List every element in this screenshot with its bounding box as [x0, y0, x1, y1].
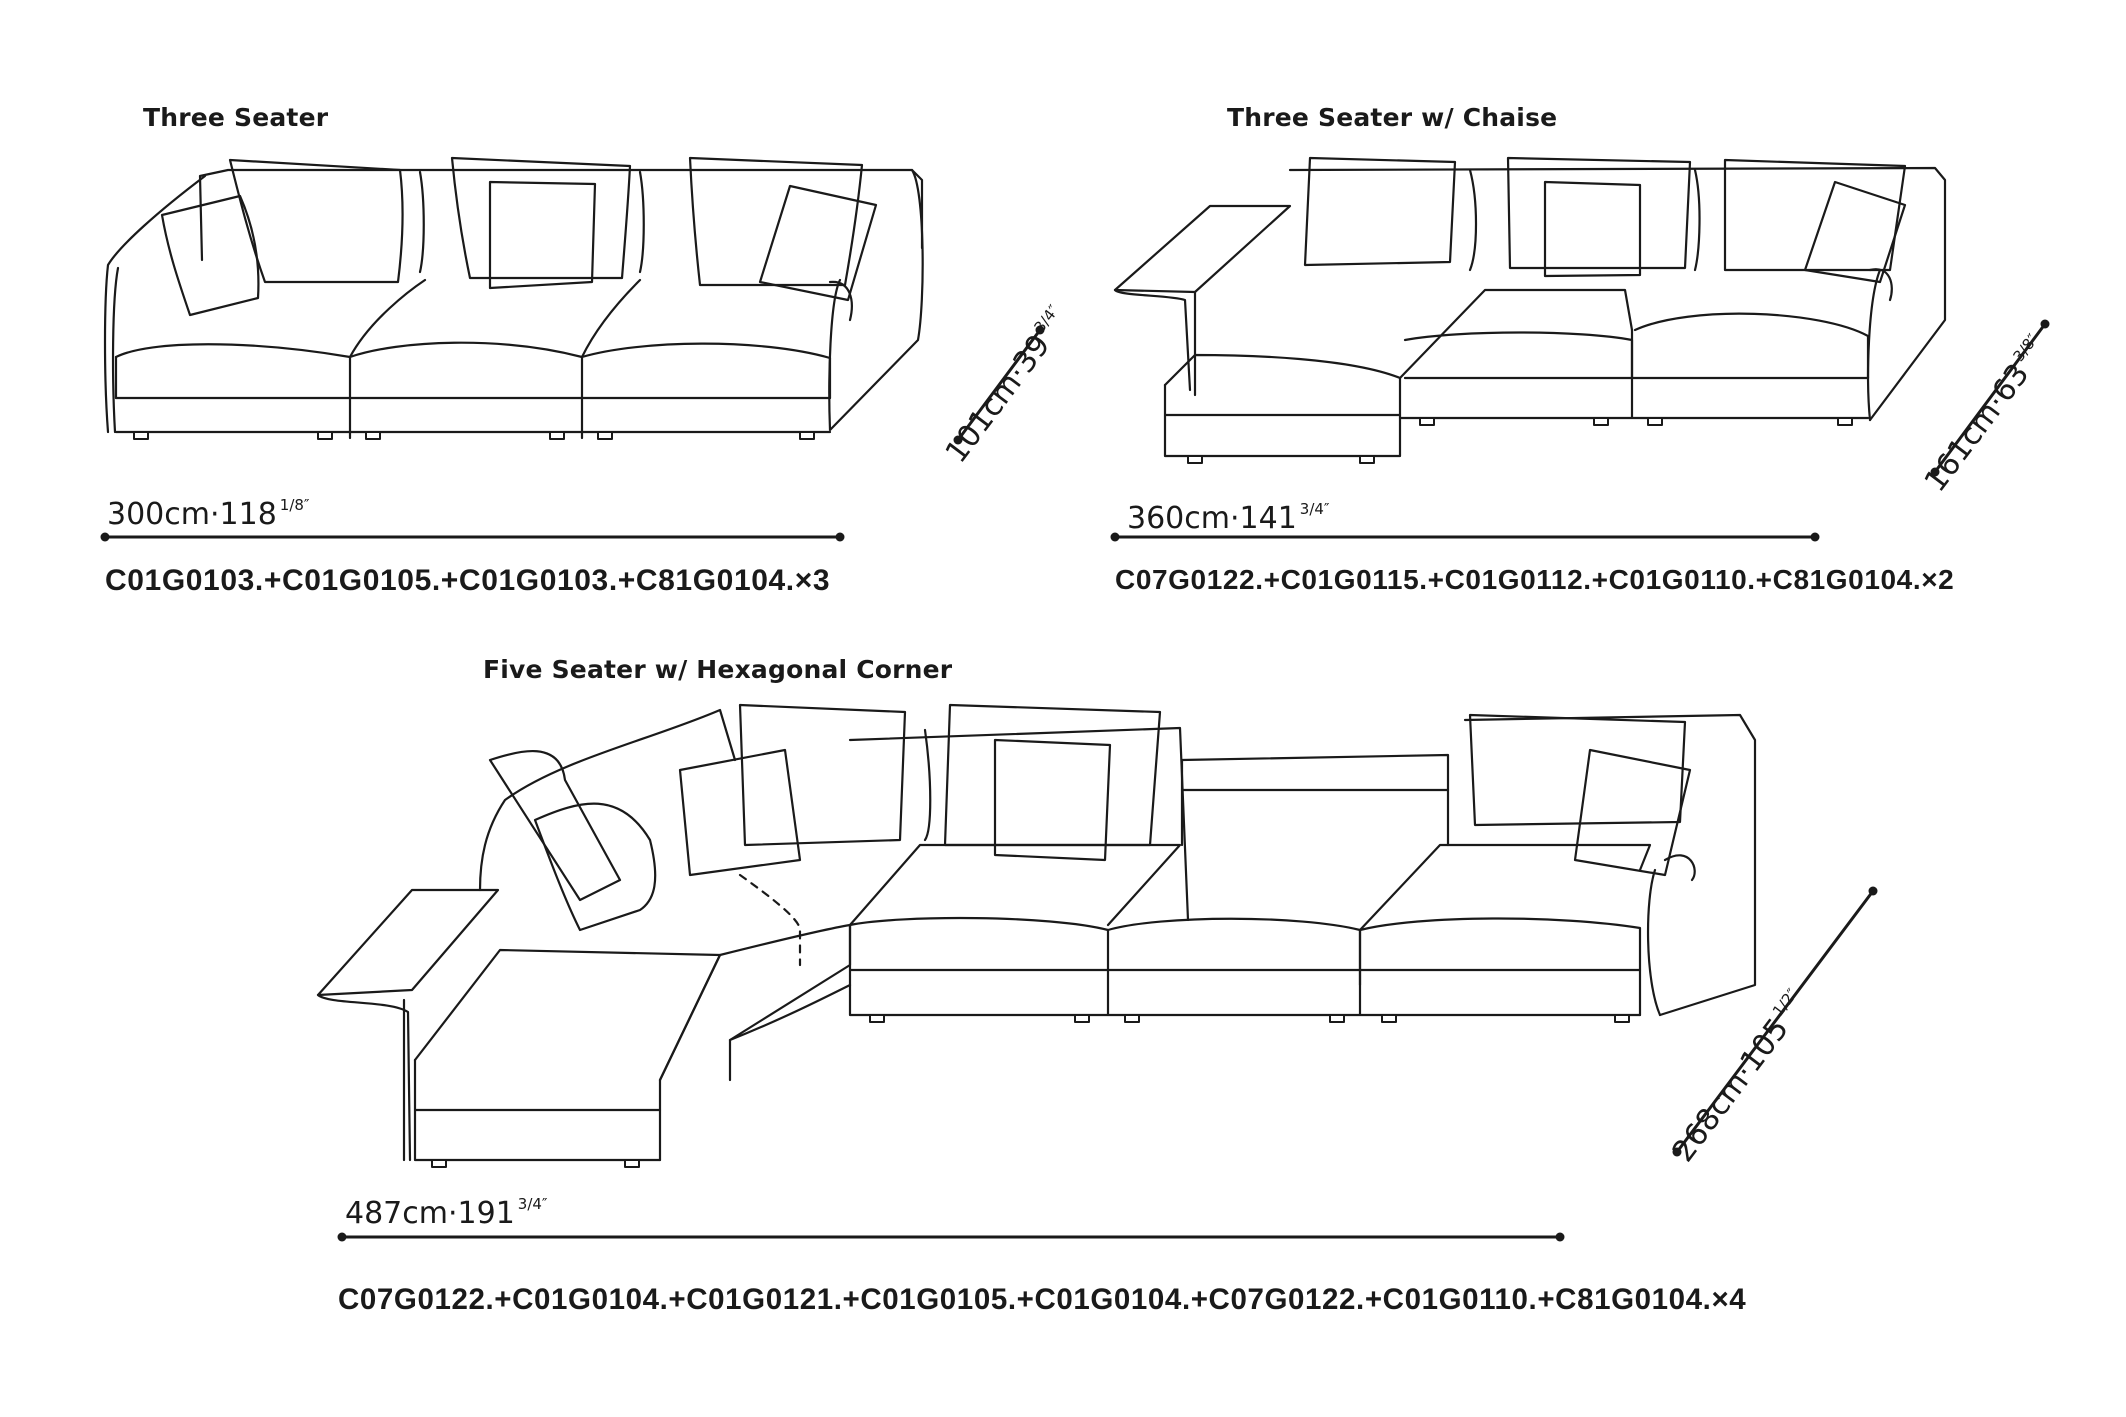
sofa-title-three-seater-chaise: Three Seater w/ Chaise [1227, 103, 1558, 132]
width-fraction: 1/8″ [279, 496, 310, 514]
three-seater-chaise-drawing [1113, 156, 1947, 464]
dimension-lines [100, 319, 2050, 1242]
width-fraction: 3/4″ [517, 1195, 548, 1213]
five-seater-corner-drawing [316, 703, 1757, 1168]
width-fraction: 3/4″ [1299, 500, 1330, 518]
width-value: 360cm·141 [1127, 501, 1297, 536]
width-value: 300cm·118 [107, 497, 277, 532]
width-value: 487cm·191 [345, 1196, 515, 1231]
three-seater-drawing [103, 156, 924, 440]
sofa-title-three-seater: Three Seater [143, 103, 329, 132]
product-code-three-seater: C01G0103.+C01G0105.+C01G0103.+C81G0104.×… [105, 564, 831, 597]
product-code-five-seater-corner: C07G0122.+C01G0104.+C01G0121.+C01G0105.+… [338, 1283, 1747, 1316]
sofa-title-five-seater-corner: Five Seater w/ Hexagonal Corner [483, 655, 953, 684]
product-code-three-seater-chaise: C07G0122.+C01G0115.+C01G0112.+C01G0110.+… [1115, 564, 1955, 595]
